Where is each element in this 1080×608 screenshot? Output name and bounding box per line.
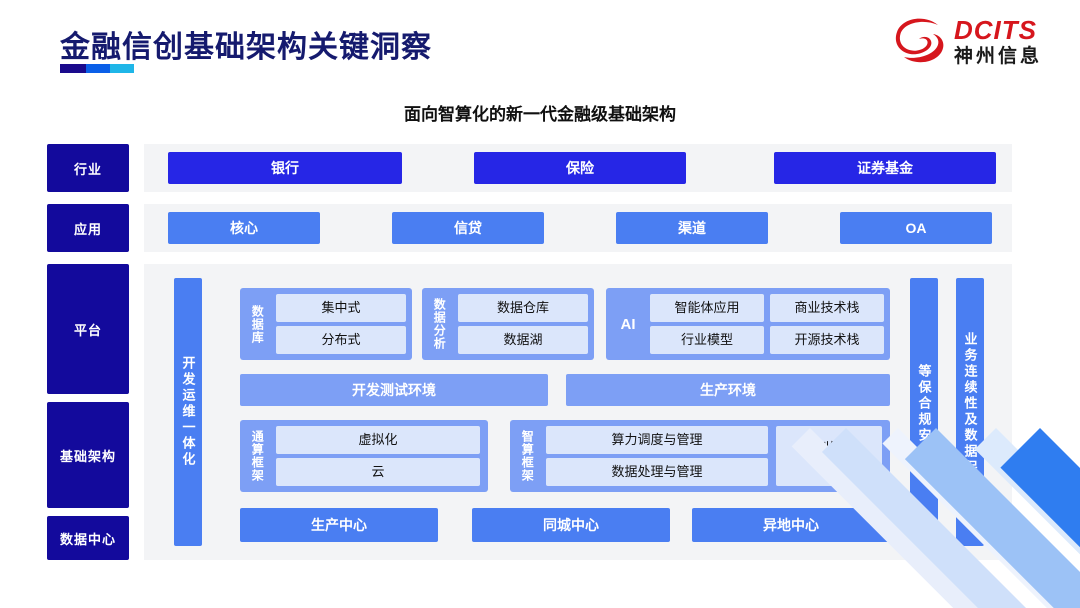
dcits-swirl-icon (895, 18, 944, 63)
cell-compute-scheduling[interactable]: 算力调度与管理 (546, 426, 768, 454)
application-row-panel: 核心 信贷 渠道 OA (144, 204, 1012, 252)
rail-label-platform: 平台 (47, 264, 129, 394)
rail-label-infrastructure: 基础架构 (47, 402, 129, 508)
group-data-analytics: 数据分析 数据仓库 数据湖 (422, 288, 594, 360)
platform-infrastructure-panel: 开发运维一体化 等保合规安全 业务连续性及数据保护 数据库 集中式 分布式 数据… (144, 264, 1012, 560)
bar-dev-test-environment[interactable]: 开发测试环境 (240, 374, 548, 406)
cell-cloud[interactable]: 云 (276, 458, 480, 486)
rail-label-industry: 行业 (47, 144, 129, 192)
group-label-general-compute: 通算框架 (250, 430, 265, 482)
cell-distributed[interactable]: 分布式 (276, 326, 406, 354)
vrail-compliance-security[interactable]: 等保合规安全 (910, 278, 938, 546)
bar-production-environment[interactable]: 生产环境 (566, 374, 890, 406)
group-ai: AI 智能体应用 商业技术栈 行业模型 开源技术栈 (606, 288, 890, 360)
cell-virtualization[interactable]: 虚拟化 (276, 426, 480, 454)
brand-name-en: DCITS (953, 14, 1037, 45)
application-chip-core[interactable]: 核心 (168, 212, 320, 244)
application-chip-channel[interactable]: 渠道 (616, 212, 768, 244)
brand-wordmark: DCITS 神州信息 (954, 17, 1042, 66)
page-header: 金融信创基础架构关键洞察 DCITS 神州信息 (0, 0, 1080, 92)
group-label-data-analytics: 数据分析 (432, 298, 447, 350)
title-accent-rule (60, 64, 134, 73)
cell-data-processing[interactable]: 数据处理与管理 (546, 458, 768, 486)
cell-centralized[interactable]: 集中式 (276, 294, 406, 322)
cell-industry-model[interactable]: 行业模型 (650, 326, 764, 354)
cell-training-inference[interactable]: 训练 推理 (776, 426, 882, 486)
group-label-intelligent-compute: 智算框架 (520, 430, 535, 482)
cell-commercial-stack[interactable]: 商业技术栈 (770, 294, 884, 322)
diagram-subtitle: 面向智算化的新一代金融级基础架构 (404, 105, 676, 124)
application-chip-oa[interactable]: OA (840, 212, 992, 244)
group-label-ai: AI (620, 315, 636, 333)
group-database: 数据库 集中式 分布式 (240, 288, 412, 360)
architecture-diagram: 行业 应用 平台 基础架构 数据中心 银行 保险 证券基金 核心 信贷 渠道 O… (0, 138, 1080, 588)
cell-open-source-stack[interactable]: 开源技术栈 (770, 326, 884, 354)
dcbar-remote-center[interactable]: 异地中心 (692, 508, 890, 542)
dcbar-metro-center[interactable]: 同城中心 (472, 508, 670, 542)
group-intelligent-compute: 智算框架 算力调度与管理 数据处理与管理 训练 推理 (510, 420, 890, 492)
rule-segment-2 (86, 64, 110, 73)
industry-chip-bank[interactable]: 银行 (168, 152, 402, 184)
group-general-compute: 通算框架 虚拟化 云 (240, 420, 488, 492)
rail-label-application: 应用 (47, 204, 129, 252)
industry-row-panel: 银行 保险 证券基金 (144, 144, 1012, 192)
cell-data-lake[interactable]: 数据湖 (458, 326, 588, 354)
group-label-database: 数据库 (250, 304, 265, 344)
rule-segment-1 (60, 64, 86, 73)
cell-agent-application[interactable]: 智能体应用 (650, 294, 764, 322)
cell-data-warehouse[interactable]: 数据仓库 (458, 294, 588, 322)
rail-label-datacenter: 数据中心 (47, 516, 129, 560)
brand-logo: DCITS 神州信息 (894, 16, 1042, 66)
rule-segment-3 (110, 64, 134, 73)
dcbar-production-center[interactable]: 生产中心 (240, 508, 438, 542)
vrail-business-continuity[interactable]: 业务连续性及数据保护 (956, 278, 984, 546)
industry-chip-securities[interactable]: 证券基金 (774, 152, 996, 184)
brand-name-cn: 神州信息 (953, 45, 1042, 67)
page-title: 金融信创基础架构关键洞察 (60, 31, 432, 64)
industry-chip-insurance[interactable]: 保险 (474, 152, 686, 184)
vrail-devops[interactable]: 开发运维一体化 (174, 278, 202, 546)
application-chip-credit[interactable]: 信贷 (392, 212, 544, 244)
